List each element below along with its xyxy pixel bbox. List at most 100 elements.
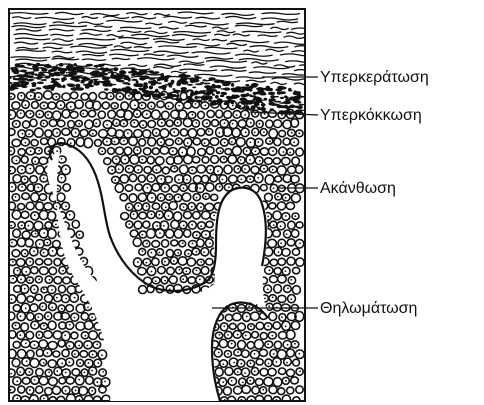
cell [293, 267, 300, 273]
granule [262, 88, 269, 90]
cell [31, 267, 38, 274]
cell [292, 249, 299, 256]
cell-nucleus [79, 234, 81, 236]
cell [234, 386, 242, 394]
cell [296, 148, 304, 156]
cell [158, 267, 166, 274]
cell-nucleus [200, 225, 202, 227]
granule [104, 80, 111, 82]
cell [216, 183, 223, 191]
keratin-stroke [236, 54, 273, 56]
cell [171, 185, 178, 192]
keratin-stroke [180, 69, 217, 71]
cell [288, 221, 295, 229]
cell-nucleus [267, 288, 269, 290]
cell-nucleus [29, 261, 31, 263]
cell [134, 221, 142, 229]
cell [228, 155, 237, 163]
granule [158, 93, 166, 96]
granule [171, 80, 175, 84]
cell [143, 148, 151, 155]
cell [225, 314, 232, 321]
cell-nucleus [254, 353, 256, 355]
cell-nucleus [245, 335, 247, 337]
cell [21, 156, 28, 163]
keratin-stroke [286, 61, 316, 62]
cell-nucleus [208, 131, 210, 133]
cell [147, 156, 154, 164]
cell-nucleus [250, 122, 252, 124]
granule [131, 79, 137, 81]
granule [71, 87, 78, 91]
cell [287, 369, 295, 376]
cell-nucleus [218, 132, 220, 134]
cell-nucleus [269, 269, 271, 271]
cell-nucleus [137, 205, 139, 207]
cell [26, 331, 34, 339]
cell-nucleus [155, 169, 157, 171]
keratin-stroke [55, 12, 83, 14]
granule [149, 85, 153, 89]
granule [99, 67, 105, 70]
cell-nucleus [55, 224, 57, 226]
cell [98, 111, 105, 119]
keratin-stroke [15, 38, 49, 40]
cell-nucleus [65, 168, 67, 170]
keratin-stroke [43, 47, 62, 49]
cell-nucleus [214, 103, 216, 105]
cell-nucleus [101, 354, 103, 356]
granule [208, 96, 213, 98]
granule [159, 78, 166, 80]
cell [169, 202, 177, 210]
granule [227, 81, 230, 83]
cell-nucleus [164, 187, 166, 189]
cell [12, 250, 20, 257]
keratin-stroke [144, 54, 164, 55]
cell [72, 220, 79, 228]
keratin-stroke [274, 65, 294, 67]
cell [291, 321, 299, 329]
cell [152, 148, 159, 155]
cell-nucleus [241, 399, 243, 401]
keratin-stroke [14, 34, 48, 36]
keratin-stroke [246, 80, 265, 82]
cell [229, 323, 236, 329]
cell-nucleus [74, 297, 76, 299]
granule [123, 82, 130, 84]
cell [22, 193, 30, 200]
cell [138, 175, 145, 182]
cell-nucleus [61, 362, 63, 364]
cell-nucleus [254, 371, 256, 373]
granule [262, 92, 266, 95]
keratin-stroke [107, 35, 123, 37]
keratin-stroke [76, 51, 106, 53]
cell-nucleus [34, 214, 36, 216]
cell [193, 212, 201, 220]
cell-nucleus [285, 380, 287, 382]
cell [242, 350, 250, 357]
keratin-stroke [258, 35, 277, 36]
cell-nucleus [263, 168, 265, 170]
cell-nucleus [182, 242, 184, 244]
cell-nucleus [24, 178, 26, 180]
cell-nucleus [222, 363, 224, 365]
cell [34, 128, 43, 137]
cell-nucleus [192, 243, 194, 245]
keratin-stroke [114, 46, 131, 48]
granule [231, 96, 238, 99]
granule [20, 70, 27, 73]
cell-nucleus [32, 399, 34, 401]
cell [139, 286, 147, 294]
granule [128, 71, 132, 73]
granule [216, 85, 221, 89]
keratin-stroke [104, 16, 129, 18]
cell [283, 138, 290, 145]
cell-nucleus [174, 167, 176, 169]
cell [80, 351, 88, 358]
granule [178, 74, 185, 78]
cell-nucleus [246, 150, 248, 152]
keratin-stroke [196, 17, 219, 19]
cell-nucleus [237, 334, 239, 336]
cell [30, 176, 38, 183]
cell-nucleus [219, 186, 221, 188]
